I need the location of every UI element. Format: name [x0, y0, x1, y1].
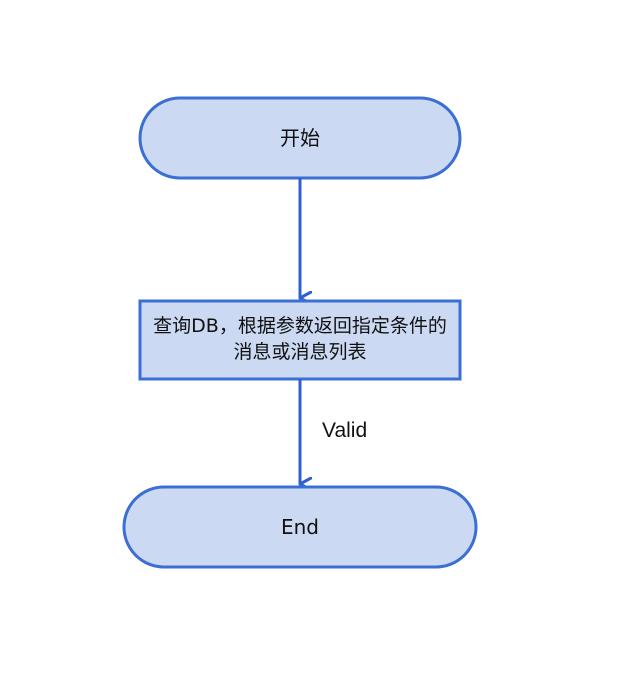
edge-label-valid: Valid: [322, 419, 368, 442]
process-node-label: 查询DB，根据参数返回指定条件的消息或消息列表: [153, 315, 447, 363]
end-node-label: End: [280, 514, 319, 539]
process-node: [138, 299, 462, 381]
end-node: [122, 485, 478, 569]
start-node-label: 开始: [280, 125, 320, 150]
